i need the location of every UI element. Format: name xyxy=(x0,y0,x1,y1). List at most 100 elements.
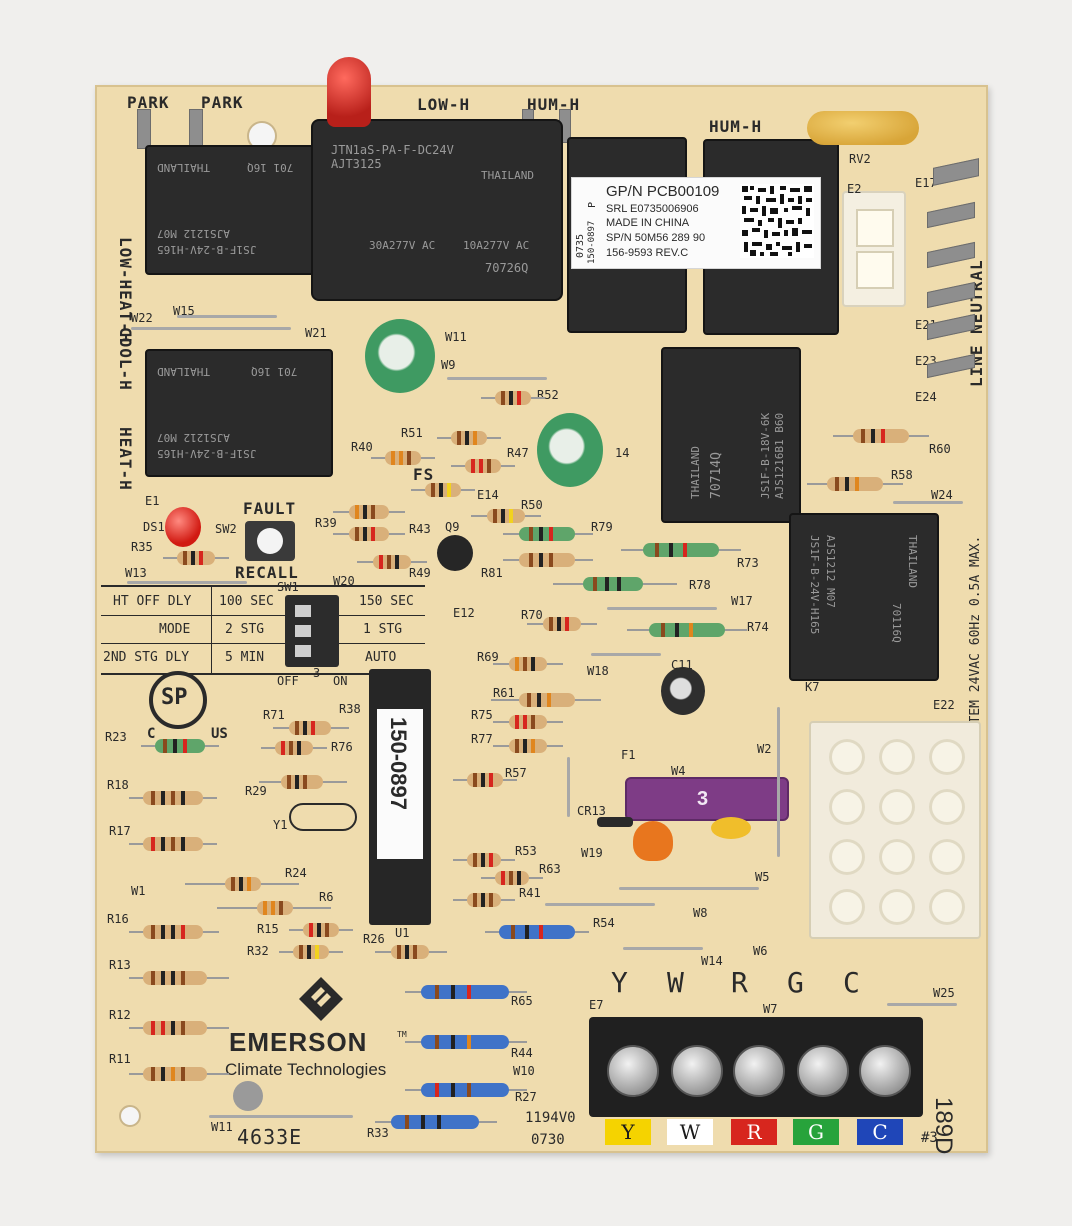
ref-r29: R29 xyxy=(245,784,267,798)
ref-w4: W4 xyxy=(671,764,686,778)
resistor xyxy=(129,1021,229,1035)
ref-w11-bottom: W11 xyxy=(211,1120,233,1134)
label-off: OFF xyxy=(277,674,299,688)
resistor xyxy=(261,741,327,755)
microcontroller-chip: 150-0897 xyxy=(369,669,431,925)
fuse: 3 xyxy=(625,777,789,821)
label-on: ON xyxy=(333,674,348,688)
ref-r77: R77 xyxy=(471,732,493,746)
csa-us: US xyxy=(211,726,228,742)
spade-terminal xyxy=(927,201,975,229)
resistor xyxy=(405,1035,527,1049)
resistor xyxy=(333,527,405,541)
ref-r6: R6 xyxy=(319,890,334,904)
relay-inducer: THAILAND 70714Q JS1F-B-18V-6K AJS1216B1 … xyxy=(661,347,801,523)
csa-c: C xyxy=(147,726,156,742)
ref-cr13: CR13 xyxy=(577,804,606,818)
ref-r13: R13 xyxy=(109,958,131,972)
ref-r71: R71 xyxy=(263,708,285,722)
dip-row-ht-off-dly: HT OFF DLY xyxy=(113,594,192,609)
dip-row-mode: MODE xyxy=(159,622,191,637)
mfg-code-1: 1194V0 xyxy=(525,1110,576,1126)
ref-w20: W20 xyxy=(333,574,355,588)
resistor xyxy=(129,837,217,851)
label-recall: RECALL xyxy=(235,563,299,582)
label-park-1: PARK xyxy=(127,93,170,112)
mounting-hole xyxy=(119,1105,141,1127)
resistor xyxy=(481,391,545,405)
label-hash-3: #3 xyxy=(921,1130,938,1146)
ref-r23: R23 xyxy=(105,730,127,744)
ref-r17: R17 xyxy=(109,824,131,838)
transistor-q9 xyxy=(437,535,473,571)
ref-r27: R27 xyxy=(515,1090,537,1104)
terminal-label-w: W xyxy=(667,1119,713,1145)
terminal-label-c: C xyxy=(857,1119,903,1145)
label-heat-h: HEAT-H xyxy=(116,427,135,491)
dip-toggle-1[interactable] xyxy=(295,605,311,617)
dip-option: 100 SEC xyxy=(219,594,274,609)
ref-r65: R65 xyxy=(511,994,533,1008)
recall-button[interactable] xyxy=(245,521,295,561)
terminal-screw-y[interactable] xyxy=(607,1045,659,1097)
ref-w13: W13 xyxy=(125,566,147,580)
ref-ds1: DS1 xyxy=(143,520,165,534)
terminal-screw-r[interactable] xyxy=(733,1045,785,1097)
dip-switch-table: HT OFF DLY 100 SEC 150 SEC MODE 2 STG 1 … xyxy=(101,585,425,675)
dip-row-2nd-stg-dly: 2ND STG DLY xyxy=(103,650,190,665)
dip-toggle-2[interactable] xyxy=(295,625,311,637)
ref-r39: R39 xyxy=(315,516,337,530)
resistor xyxy=(129,1067,229,1081)
ref-w11-top: W11 xyxy=(445,330,467,344)
resistor xyxy=(163,551,229,565)
resistor xyxy=(553,577,677,591)
ref-r78: R78 xyxy=(689,578,711,592)
terminal-screw-g[interactable] xyxy=(797,1045,849,1097)
resistor xyxy=(451,459,515,473)
ref-fs: FS xyxy=(413,465,435,484)
two-pin-connector xyxy=(842,191,906,307)
capacitor-c11 xyxy=(661,667,705,715)
resistor xyxy=(357,555,427,569)
resistor xyxy=(129,925,219,939)
varistor-rv2 xyxy=(807,111,919,145)
ref-r69: R69 xyxy=(477,650,499,664)
terminal-color-labels: Y W R G C xyxy=(605,1119,935,1149)
dip-toggle-3[interactable] xyxy=(295,645,311,657)
handwritten-marker: 189D xyxy=(930,1097,957,1155)
ref-w1: W1 xyxy=(131,884,146,898)
label-e7: E7 xyxy=(589,998,604,1012)
jumper-wire xyxy=(893,501,963,504)
ref-r79: R79 xyxy=(591,520,613,534)
yellow-capacitor xyxy=(711,817,751,839)
thermostat-terminal-block xyxy=(589,1017,923,1117)
jumper-wire xyxy=(567,757,570,817)
label-e12: E12 xyxy=(453,606,475,620)
ref-r53: R53 xyxy=(515,844,537,858)
resistor xyxy=(273,721,349,735)
terminal-screw-w[interactable] xyxy=(671,1045,723,1097)
ref-r32: R32 xyxy=(247,944,269,958)
dip-switch[interactable] xyxy=(285,595,339,667)
ref-sw2: SW2 xyxy=(215,522,237,536)
resistor xyxy=(491,693,601,707)
label-hum-h-2: HUM-H xyxy=(709,117,763,136)
resistor xyxy=(621,543,741,557)
ref-r76: R76 xyxy=(331,740,353,754)
ref-r51: R51 xyxy=(401,426,423,440)
ref-u1: U1 xyxy=(395,926,410,940)
ref-w9: W9 xyxy=(441,358,456,372)
resistor xyxy=(259,775,347,789)
twelve-pin-connector xyxy=(809,721,981,939)
resistor xyxy=(527,617,597,631)
ref-r58: R58 xyxy=(891,468,913,482)
jumper-wire xyxy=(623,947,703,950)
ref-w8: W8 xyxy=(693,906,708,920)
resistor xyxy=(493,657,563,671)
label-low-h: LOW-H xyxy=(417,95,471,114)
ref-y1: Y1 xyxy=(273,818,288,832)
ref-r38: R38 xyxy=(339,702,361,716)
terminal-screw-c[interactable] xyxy=(859,1045,911,1097)
dip-option: AUTO xyxy=(365,650,397,665)
ref-r16: R16 xyxy=(107,912,129,926)
